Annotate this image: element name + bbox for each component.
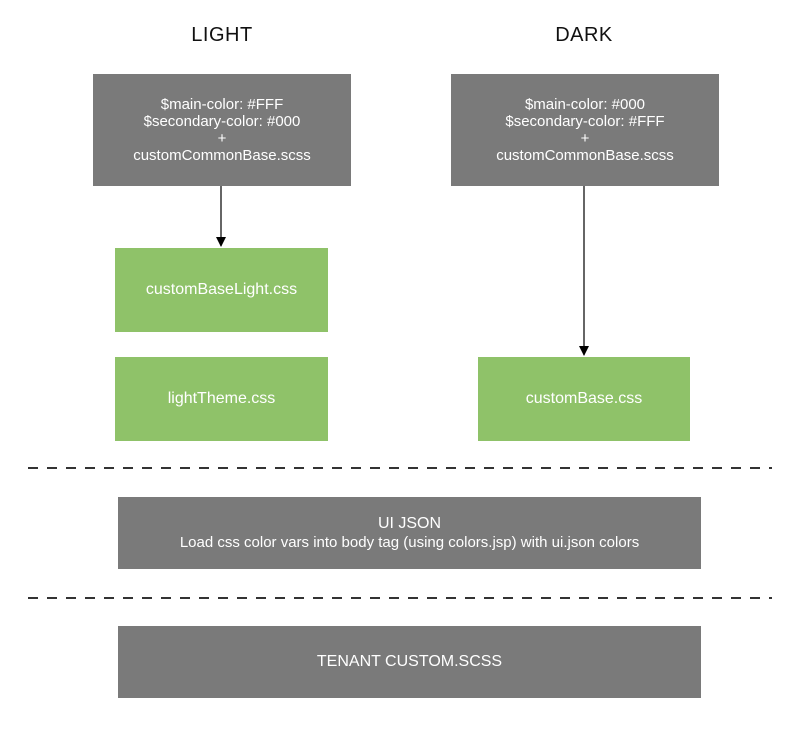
custom-base-box: customBase.css: [478, 357, 690, 441]
dark-plus-line: +: [580, 130, 590, 147]
light-column-heading: LIGHT: [191, 24, 253, 46]
tenant-custom-label: TENANT CUSTOM.SCSS: [316, 653, 503, 670]
light-secondary-color-line: $secondary-color: #000: [143, 113, 301, 130]
dark-secondary-color-line: $secondary-color: #FFF: [505, 113, 665, 130]
tenant-custom-box: TENANT CUSTOM.SCSS: [118, 626, 701, 698]
light-source-box: $main-color: #FFF $secondary-color: #000…: [93, 74, 351, 186]
ui-json-description: Load css color vars into body tag (using…: [179, 534, 640, 551]
dark-common-base-line: customCommonBase.scss: [496, 147, 674, 164]
dark-source-box: $main-color: #000 $secondary-color: #FFF…: [451, 74, 719, 186]
light-common-base-line: customCommonBase.scss: [133, 147, 311, 164]
custom-base-light-box: customBaseLight.css: [115, 248, 328, 332]
light-theme-label: lightTheme.css: [167, 390, 276, 407]
light-theme-box: lightTheme.css: [115, 357, 328, 441]
ui-json-title: UI JSON: [377, 515, 442, 532]
ui-json-box: UI JSON Load css color vars into body ta…: [118, 497, 701, 569]
custom-base-light-label: customBaseLight.css: [145, 281, 298, 298]
light-plus-line: +: [217, 130, 227, 147]
dark-column-heading: DARK: [555, 24, 613, 46]
light-main-color-line: $main-color: #FFF: [160, 96, 284, 113]
dark-main-color-line: $main-color: #000: [524, 96, 646, 113]
custom-base-label: customBase.css: [525, 390, 643, 407]
